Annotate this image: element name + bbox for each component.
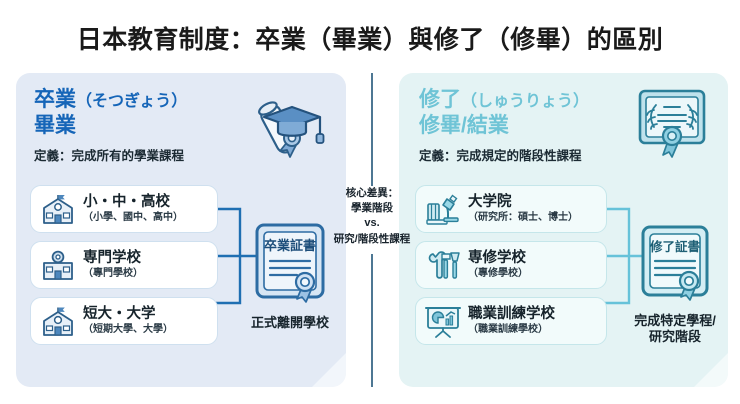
card-subtitle: （小學、國中、高中） <box>83 212 183 224</box>
right-header-chinese: 修畢/結業 <box>419 113 509 137</box>
left-header-kana: （そつぎょう） <box>76 93 188 110</box>
card-title: 小・中・高校 <box>83 193 170 210</box>
left-header-japanese: 卒業（そつぎょう） <box>34 87 264 113</box>
card-title: 職業訓練学校 <box>468 305 555 322</box>
right-panel-header: 修了（しゅうりょう） 修畢/結業 定義：完成規定的階段性課程 <box>419 87 649 164</box>
card-title: 短大・大学 <box>83 305 156 322</box>
certificate-seal-icon: 修了証書 <box>641 225 709 301</box>
right-outcome-caption: 完成特定學程/研究階段 <box>634 313 716 345</box>
vocational-school-gear-icon <box>43 250 73 280</box>
university-clock-tower-icon <box>43 307 73 336</box>
presentation-chart-icon <box>425 307 461 338</box>
right-header-definition: 定義：完成規定的階段性課程 <box>419 149 582 164</box>
center-note-right: 研究/階段性課程 <box>333 233 411 246</box>
card-subtitle: （專修學校） <box>468 268 528 280</box>
graduation-cap-diploma-icon <box>258 101 325 158</box>
card-title: 専門学校 <box>83 249 141 266</box>
card-daigakuin[interactable]: 大学院 （研究所：碩士、博士） <box>415 185 607 233</box>
card-elementary-middle-high[interactable]: 小・中・高校 （小學、國中、高中） <box>30 185 218 233</box>
panel-sotsugyou: 卒業（そつぎょう） 畢業 定義：完成所有的學業課程 <box>16 73 346 387</box>
card-subtitle: （專門學校） <box>83 268 143 280</box>
center-note-left: 學業階段 <box>351 202 393 215</box>
card-subtitle: （職業訓練學校） <box>468 324 548 336</box>
corner-fold-decoration <box>312 353 346 387</box>
microscope-books-icon <box>426 194 459 225</box>
card-title: 専修学校 <box>468 249 526 266</box>
certificate-label: 修了証書 <box>649 239 701 254</box>
card-senshuu-gakkou[interactable]: 専修学校 （專修學校） <box>415 241 607 289</box>
left-header-chinese: 畢業 <box>34 113 76 137</box>
corner-fold-decoration <box>694 353 728 387</box>
page-title: 日本教育制度：卒業（畢業）與修了（修畢）的區別 <box>76 26 664 54</box>
right-header-kana: （しゅうりょう） <box>461 93 590 110</box>
certificate-seal-icon: 卒業証書 <box>255 223 325 303</box>
tools-wrench-hammer-icon <box>428 251 460 279</box>
panel-shuuryou: 修了（しゅうりょう） 修畢/結業 定義：完成規定的階段性課程 <box>399 73 728 387</box>
left-panel-header: 卒業（そつぎょう） 畢業 定義：完成所有的學業課程 <box>34 87 264 164</box>
left-header-kanji: 卒業 <box>34 88 76 111</box>
certificate-label: 卒業証書 <box>264 238 316 253</box>
center-key-difference: 核心差異： 學業階段 vs. 研究/階段性課程 <box>332 186 412 248</box>
center-note-vs: vs. <box>364 217 380 230</box>
center-divider-gap <box>355 186 391 254</box>
school-building-icon <box>43 195 73 224</box>
right-header-kanji: 修了 <box>419 88 461 111</box>
card-shokugyou-kunren-gakkou[interactable]: 職業訓練学校 （職業訓練學校） <box>415 297 607 345</box>
left-outcome: 卒業証書 正式離開學校 <box>238 221 342 331</box>
card-subtitle: （短期大學、大學） <box>83 324 173 336</box>
left-header-definition: 定義：完成所有的學業課程 <box>34 149 185 164</box>
card-tandai-daigaku[interactable]: 短大・大学 （短期大學、大學） <box>30 297 218 345</box>
card-senmon-gakkou[interactable]: 専門学校 （專門學校） <box>30 241 218 289</box>
certificate-laurel-icon <box>638 89 706 158</box>
right-outcome: 修了証書 完成特定學程/研究階段 <box>627 223 723 346</box>
left-outcome-caption: 正式離開學校 <box>250 315 329 330</box>
right-header-japanese: 修了（しゅうりょう） <box>419 87 649 113</box>
center-note-label: 核心差異： <box>345 187 399 199</box>
card-subtitle: （研究所：碩士、博士） <box>468 212 578 224</box>
card-title: 大学院 <box>468 193 512 210</box>
